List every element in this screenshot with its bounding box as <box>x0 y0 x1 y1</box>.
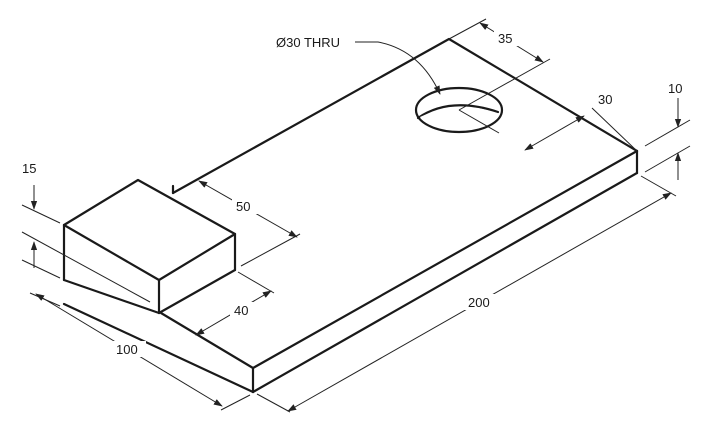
dim-plate-width: 100 <box>29 292 251 411</box>
hole-inner-edge <box>416 104 500 120</box>
dim-label-35: 35 <box>498 31 512 46</box>
hole-center-line <box>458 109 500 134</box>
ext-line-15-bottom <box>21 259 61 279</box>
hole-callout: Ø30 THRU <box>276 35 441 95</box>
dim-label-30: 30 <box>598 92 612 107</box>
dim-line-30 <box>524 115 585 151</box>
dim-plate-thickness: 10 <box>644 81 691 180</box>
block-front-face <box>159 234 235 313</box>
hole-callout-label: Ø30 THRU <box>276 35 340 50</box>
dim-block-offset: 50 <box>198 180 301 267</box>
ext-line-50-a <box>240 233 301 267</box>
ext-line-10-bottom <box>644 145 691 173</box>
ext-line-35-a <box>448 18 487 40</box>
dim-block-height: 15 <box>21 161 151 303</box>
ext-line-10-top <box>644 119 691 147</box>
dim-label-100: 100 <box>116 342 138 357</box>
dim-plate-length: 200 <box>256 175 677 413</box>
dim-hole-offset-a: 35 <box>448 18 551 111</box>
dim-hole-offset-b: 30 <box>524 91 638 152</box>
block-top-face <box>64 180 235 280</box>
ext-line-15-top <box>21 204 61 224</box>
hole-inner-shade <box>420 106 496 128</box>
dim-label-10: 10 <box>668 81 682 96</box>
dim-block-depth: 40 <box>195 271 275 336</box>
dim-label-40: 40 <box>234 303 248 318</box>
ext-line-15-block <box>21 231 151 303</box>
dim-label-200: 200 <box>468 295 490 310</box>
ext-line-35-b <box>458 58 551 111</box>
thru-hole <box>414 86 504 134</box>
ext-line-100-b <box>220 394 251 411</box>
ext-line-40-a <box>237 271 275 294</box>
ext-line-30-a <box>591 107 638 152</box>
hole-rim <box>414 86 504 134</box>
dim-label-15: 15 <box>22 161 36 176</box>
dim-label-50: 50 <box>236 199 250 214</box>
block-left-face <box>64 225 159 313</box>
ext-line-200-a <box>256 393 291 413</box>
hole-leader-line <box>355 41 441 95</box>
